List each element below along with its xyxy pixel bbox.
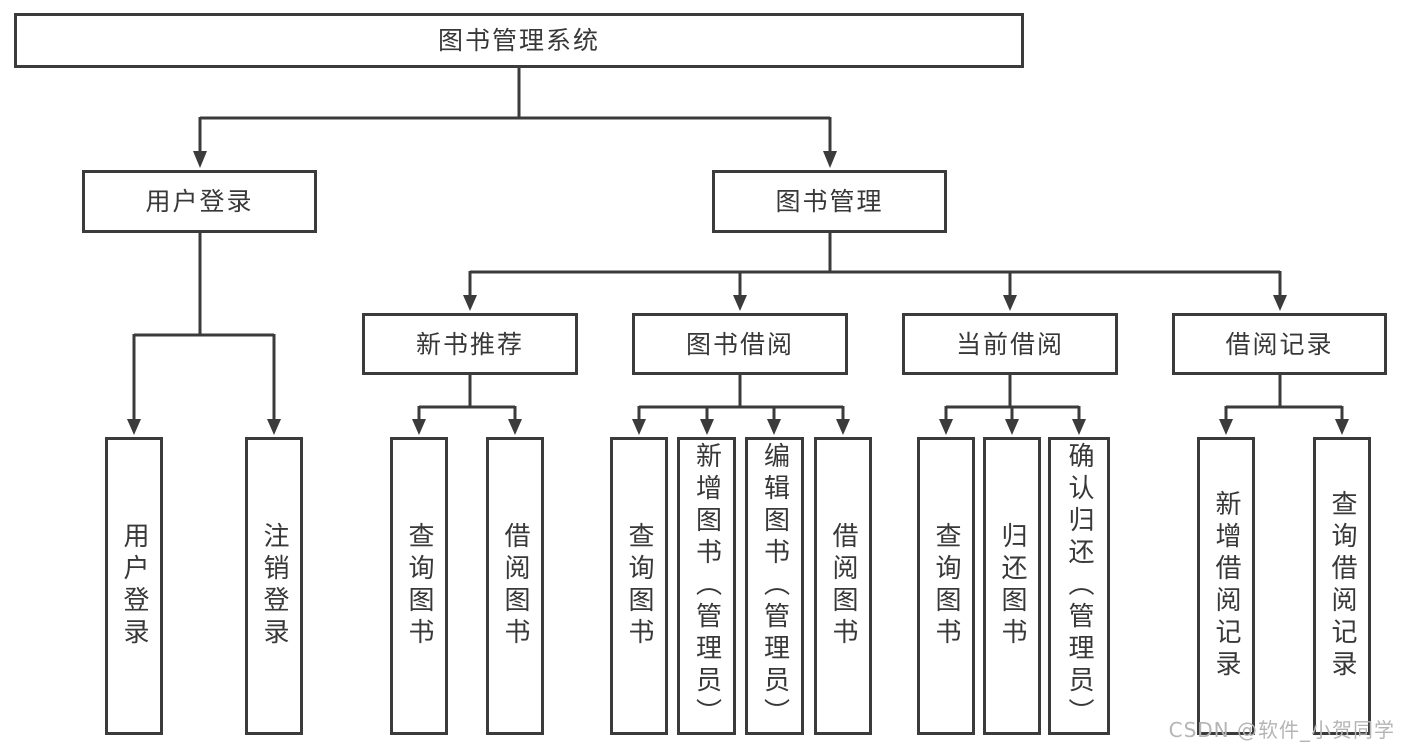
node-leaf-logout: 注销登录 bbox=[245, 437, 303, 735]
node-leaf-query-books-2: 查询图书 bbox=[610, 437, 668, 735]
leaf-label: 查询图书 bbox=[931, 522, 961, 650]
node-root: 图书管理系统 bbox=[14, 13, 1024, 68]
node-book-borrow: 图书借阅 bbox=[632, 313, 848, 375]
leaf-label: 归还图书 bbox=[997, 522, 1027, 650]
node-current-borrow: 当前借阅 bbox=[902, 313, 1118, 375]
node-leaf-add-book-admin: 新增图书（管理员） bbox=[677, 437, 736, 735]
node-book-management: 图书管理 bbox=[712, 170, 947, 233]
leaf-label: 用户登录 bbox=[119, 522, 149, 650]
leaf-label: 借阅图书 bbox=[500, 522, 530, 650]
leaf-label: 注销登录 bbox=[259, 522, 289, 650]
node-leaf-query-borrow-record: 查询借阅记录 bbox=[1313, 437, 1371, 735]
node-user-login-label: 用户登录 bbox=[145, 187, 254, 216]
node-borrow-records: 借阅记录 bbox=[1172, 313, 1387, 375]
leaf-label: 新增图书（管理员） bbox=[691, 442, 722, 730]
node-root-label: 图书管理系统 bbox=[437, 26, 600, 55]
node-current-borrow-label: 当前借阅 bbox=[955, 329, 1064, 359]
node-leaf-confirm-return-admin: 确认归还（管理员） bbox=[1048, 437, 1110, 735]
leaf-label: 借阅图书 bbox=[828, 522, 858, 650]
leaf-label: 查询图书 bbox=[624, 522, 654, 650]
node-leaf-add-borrow-record: 新增借阅记录 bbox=[1197, 437, 1255, 735]
node-user-login: 用户登录 bbox=[82, 170, 317, 233]
node-leaf-borrow-books-2: 借阅图书 bbox=[814, 437, 872, 735]
node-new-book-recommend: 新书推荐 bbox=[362, 313, 578, 375]
leaf-label: 新增借阅记录 bbox=[1211, 490, 1241, 682]
node-borrow-records-label: 借阅记录 bbox=[1225, 329, 1334, 359]
leaf-label: 确认归还（管理员） bbox=[1064, 442, 1094, 730]
node-book-borrow-label: 图书借阅 bbox=[685, 329, 794, 359]
node-leaf-borrow-books-1: 借阅图书 bbox=[486, 437, 544, 735]
node-leaf-query-books-1: 查询图书 bbox=[390, 437, 448, 735]
node-leaf-user-login: 用户登录 bbox=[105, 437, 163, 735]
leaf-label: 查询借阅记录 bbox=[1327, 490, 1357, 682]
csdn-watermark: CSDN @软件_小贺同学 bbox=[1168, 718, 1395, 742]
leaf-label: 编辑图书（管理员） bbox=[759, 442, 790, 730]
node-leaf-return-book: 归还图书 bbox=[983, 437, 1041, 735]
node-leaf-query-books-3: 查询图书 bbox=[917, 437, 975, 735]
node-new-book-recommend-label: 新书推荐 bbox=[415, 329, 524, 359]
node-book-management-label: 图书管理 bbox=[775, 187, 884, 216]
leaf-label: 查询图书 bbox=[404, 522, 434, 650]
node-leaf-edit-book-admin: 编辑图书（管理员） bbox=[745, 437, 804, 735]
